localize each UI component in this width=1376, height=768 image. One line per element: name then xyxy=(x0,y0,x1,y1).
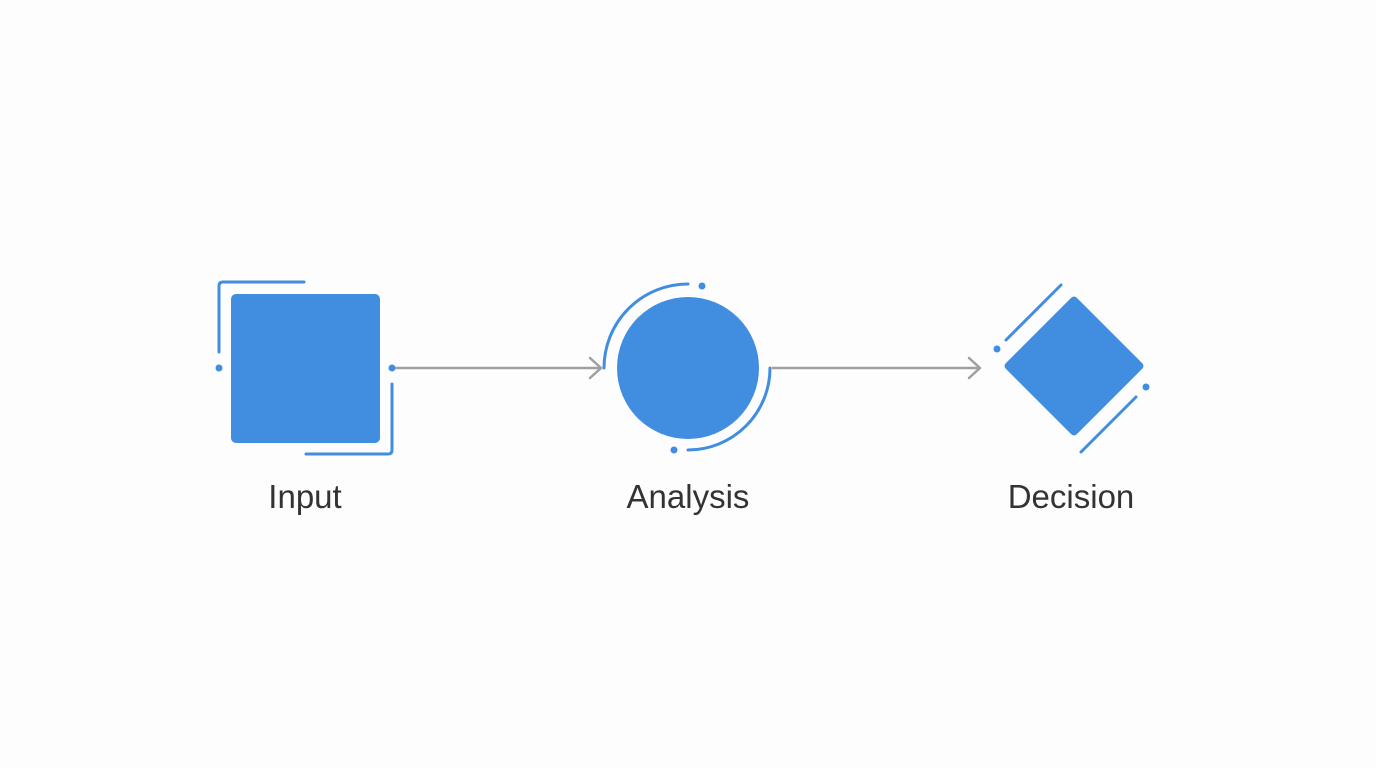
input-accent-dot-left xyxy=(215,364,223,372)
analysis-accent-dot-top xyxy=(698,282,706,290)
analysis-arc-accent-top-left xyxy=(602,282,690,370)
input-corner-accent-top-left xyxy=(217,280,306,354)
decision-label: Decision xyxy=(1008,478,1135,515)
connector-input-to-analysis xyxy=(388,356,603,380)
analysis-arc-accent-bottom-right xyxy=(686,366,772,452)
decision-accent-dot-right xyxy=(1142,383,1150,391)
node-input: Input xyxy=(215,280,394,515)
analysis-circle-shape xyxy=(617,297,759,439)
node-analysis: Analysis xyxy=(602,282,772,515)
input-label: Input xyxy=(268,478,341,515)
connector-start-dot xyxy=(388,364,396,372)
node-decision: Decision xyxy=(993,283,1150,515)
analysis-accent-dot-bottom xyxy=(670,446,678,454)
decision-accent-line-bottom-right xyxy=(1079,395,1138,454)
decision-diamond-shape xyxy=(1004,296,1144,436)
decision-accent-dot-left xyxy=(993,345,1001,353)
analysis-label: Analysis xyxy=(627,478,750,515)
input-square-shape xyxy=(231,294,380,443)
connector-analysis-to-decision xyxy=(772,356,982,380)
arrowhead-icon xyxy=(588,356,603,380)
decision-accent-line-top-left xyxy=(1004,283,1063,342)
input-corner-accent-bottom-right xyxy=(304,382,394,456)
arrowhead-icon xyxy=(967,356,982,380)
